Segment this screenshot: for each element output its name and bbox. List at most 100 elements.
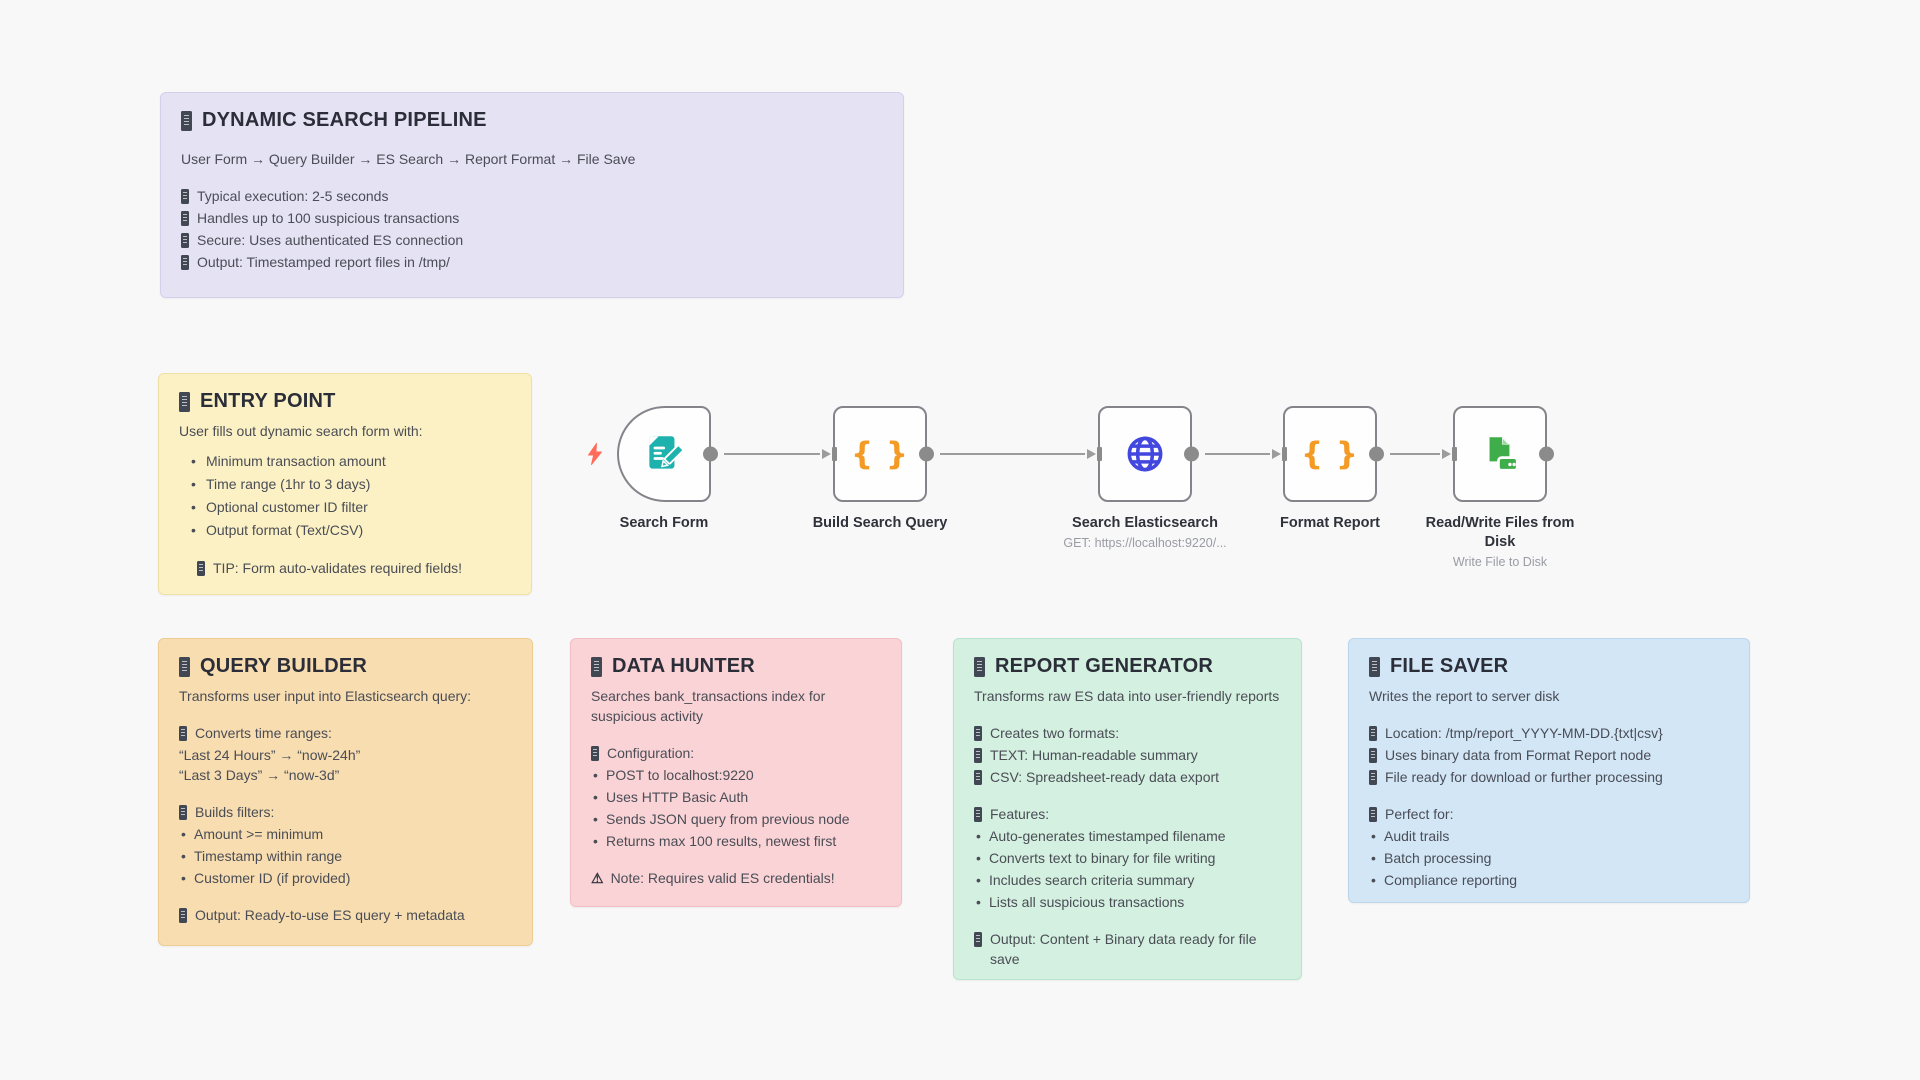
node-format-report[interactable]: { } Format Report (1230, 406, 1430, 533)
note-warning-line: ⚠ Note: Requires valid ES credentials! (591, 870, 835, 886)
missing-glyph-icon (974, 656, 985, 677)
note-bullet: Lists all suspicious transactions (974, 892, 1281, 912)
entry-bullet-list: Minimum transaction amount Time range (1… (179, 450, 511, 541)
missing-glyph-icon (181, 189, 189, 204)
input-port[interactable] (1097, 447, 1102, 461)
output-port[interactable] (703, 446, 718, 462)
note-section-head: Perfect for: (1369, 804, 1729, 824)
note-title-row: DATA HUNTER (591, 655, 881, 678)
missing-glyph-icon (181, 255, 189, 270)
note-intro: Transforms raw ES data into user-friendl… (974, 688, 1280, 704)
note-bullet: Amount >= minimum (179, 824, 512, 844)
output-port[interactable] (1369, 446, 1384, 462)
note-bullet: Optional customer ID filter (179, 496, 511, 518)
note-line: Uses binary data from Format Report node (1369, 745, 1729, 765)
node-label: Search Elasticsearch (1072, 515, 1218, 531)
note-bullet: Output format (Text/CSV) (179, 519, 511, 541)
note-title: FILE SAVER (1390, 655, 1509, 677)
note-bullet: Returns max 100 results, newest first (591, 831, 881, 851)
edge-arrowhead (822, 449, 831, 459)
note-outro: Output: Ready-to-use ES query + metadata (179, 905, 512, 925)
note-bullet: Time range (1hr to 3 days) (179, 473, 511, 495)
warning-icon: ⚠ (591, 870, 604, 886)
missing-glyph-icon (974, 770, 982, 785)
node-search-form[interactable]: Search Form (564, 406, 764, 533)
node-body[interactable]: { } (1272, 406, 1384, 502)
note-section-head: Creates two formats: (974, 723, 1281, 743)
node-body[interactable] (1442, 406, 1554, 502)
missing-glyph-icon (179, 805, 187, 820)
node-body[interactable] (617, 406, 718, 502)
missing-glyph-icon (179, 656, 190, 677)
missing-glyph-icon (591, 746, 599, 761)
note-section-head: Converts time ranges: (179, 723, 512, 743)
output-port[interactable] (1184, 446, 1199, 462)
note-bullet: POST to localhost:9220 (591, 765, 881, 785)
note-section-head: Configuration: (591, 743, 881, 763)
note-bullet: Converts text to binary for file writing (974, 848, 1281, 868)
sticky-note-pipeline-overview[interactable]: DYNAMIC SEARCH PIPELINE User Form → Quer… (160, 92, 904, 298)
note-intro: Transforms user input into Elasticsearch… (179, 688, 472, 704)
note-bullet: Audit trails (1369, 826, 1729, 846)
note-intro: User fills out dynamic search form with: (179, 423, 423, 439)
node-body[interactable] (1087, 406, 1199, 502)
missing-glyph-icon (181, 110, 192, 131)
note-title-row: DYNAMIC SEARCH PIPELINE (181, 109, 883, 132)
missing-glyph-icon (179, 726, 187, 741)
note-title: DATA HUNTER (612, 655, 755, 677)
missing-glyph-icon (1369, 807, 1377, 822)
note-title: DYNAMIC SEARCH PIPELINE (202, 109, 487, 131)
connection-edge[interactable] (1205, 453, 1270, 455)
node-body[interactable]: { } (822, 406, 934, 502)
note-line: Typical execution: 2-5 seconds (181, 186, 883, 206)
note-line: Output: Timestamped report files in /tmp… (181, 252, 883, 272)
input-port[interactable] (1282, 447, 1287, 461)
note-line: TEXT: Human-readable summary (974, 745, 1281, 765)
note-title: REPORT GENERATOR (995, 655, 1214, 677)
edge-arrowhead (1087, 449, 1096, 459)
note-section-head: Builds filters: (179, 802, 512, 822)
sticky-note-report-generator[interactable]: REPORT GENERATOR Transforms raw ES data … (953, 638, 1302, 980)
note-section-head: Features: (974, 804, 1281, 824)
input-port[interactable] (832, 447, 837, 461)
input-port[interactable] (1452, 447, 1457, 461)
note-bullet: Minimum transaction amount (179, 450, 511, 472)
missing-glyph-icon (197, 561, 205, 576)
output-port[interactable] (1539, 446, 1554, 462)
code-braces-icon: { } (851, 436, 909, 472)
note-intro: Writes the report to server disk (1369, 688, 1560, 704)
connection-edge[interactable] (724, 453, 820, 455)
output-port[interactable] (919, 446, 934, 462)
note-intro: Searches bank_transactions index for sus… (591, 688, 826, 724)
missing-glyph-icon (1369, 726, 1377, 741)
saver-fact-list: Location: /tmp/report_YYYY-MM-DD.{txt|cs… (1369, 723, 1729, 787)
missing-glyph-icon (1369, 748, 1377, 763)
sticky-note-data-hunter[interactable]: DATA HUNTER Searches bank_transactions i… (570, 638, 902, 907)
node-subtitle: GET: https://localhost:9220/... (1063, 536, 1227, 550)
connection-edge[interactable] (1390, 453, 1440, 455)
note-title-row: ENTRY POINT (179, 390, 511, 413)
note-bullet: Uses HTTP Basic Auth (591, 787, 881, 807)
note-bullet: Compliance reporting (1369, 870, 1729, 890)
connection-edge[interactable] (940, 453, 1085, 455)
note-bullet: Batch processing (1369, 848, 1729, 868)
note-line: Location: /tmp/report_YYYY-MM-DD.{txt|cs… (1369, 723, 1729, 743)
note-title-row: REPORT GENERATOR (974, 655, 1281, 678)
note-tip-line: TIP: Form auto-validates required fields… (197, 558, 511, 578)
node-read-write-files[interactable]: Read/Write Files from Disk Write File to… (1400, 406, 1600, 569)
node-subtitle: Write File to Disk (1452, 555, 1548, 569)
node-label: Format Report (1280, 515, 1380, 531)
note-bullet: Customer ID (if provided) (179, 868, 512, 888)
pipeline-item-list: Typical execution: 2-5 seconds Handles u… (181, 186, 883, 272)
node-search-elasticsearch[interactable]: Search Elasticsearch GET: https://localh… (1045, 406, 1245, 550)
note-outro: Output: Content + Binary data ready for … (974, 929, 1281, 969)
node-label: Build Search Query (812, 515, 948, 531)
sticky-note-file-saver[interactable]: FILE SAVER Writes the report to server d… (1348, 638, 1750, 903)
note-title: ENTRY POINT (200, 390, 336, 412)
sticky-note-query-builder[interactable]: QUERY BUILDER Transforms user input into… (158, 638, 533, 946)
note-line: Secure: Uses authenticated ES connection (181, 230, 883, 250)
missing-glyph-icon (1369, 770, 1377, 785)
node-build-search-query[interactable]: { } Build Search Query (780, 406, 980, 533)
sticky-note-entry-point[interactable]: ENTRY POINT User fills out dynamic searc… (158, 373, 532, 595)
